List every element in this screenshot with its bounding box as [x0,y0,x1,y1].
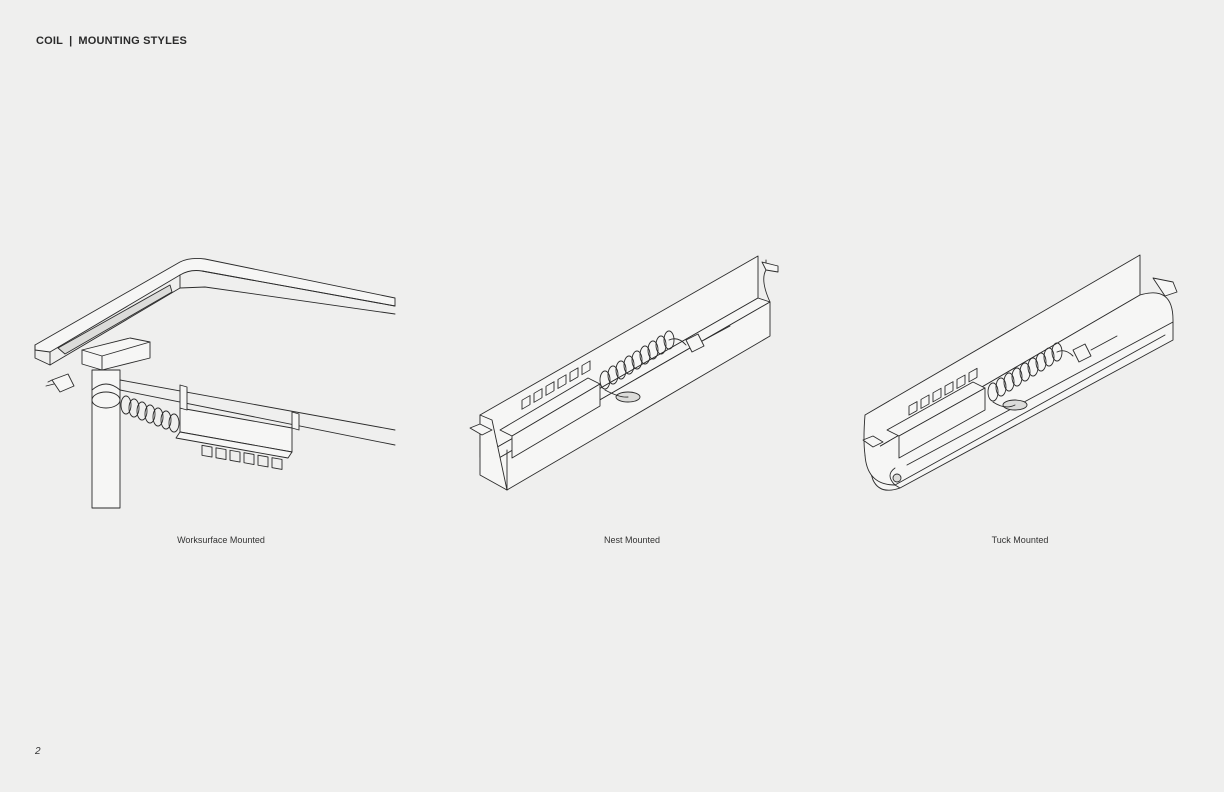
section-label: COIL [36,35,64,47]
worksurface-mounted-illustration [30,240,400,520]
tuck-mounted-illustration [855,240,1185,520]
nest-mounted-illustration [460,240,800,520]
caption-nest-mounted: Nest Mounted [603,535,661,545]
header-separator: | [69,35,73,47]
page-number: 2 [35,746,41,757]
caption-worksurface-mounted: Worksurface Mounted [177,535,265,545]
page-title: MOUNTING STYLES [78,35,188,47]
page-header: COIL | MOUNTING STYLES [36,35,187,47]
caption-tuck-mounted: Tuck Mounted [991,535,1049,545]
